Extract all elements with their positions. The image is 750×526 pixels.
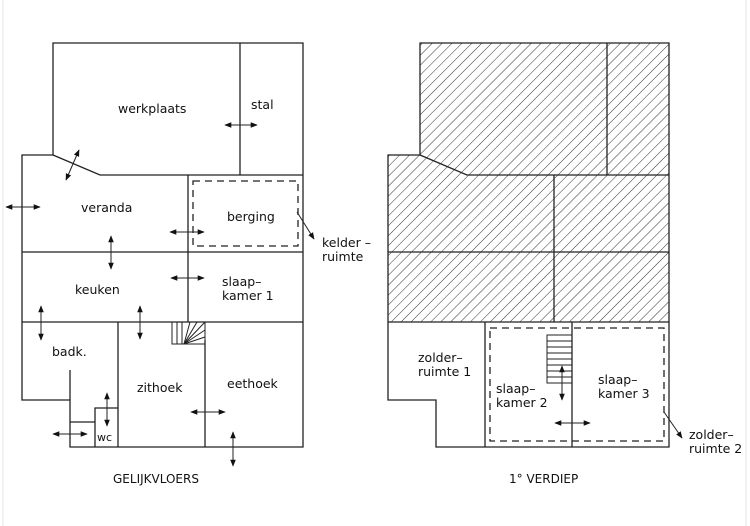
spiral-staircase-icon <box>171 321 206 345</box>
room-label-slaapkamer3-line1: slaap– <box>598 372 638 387</box>
callout-label-kelderruimte-line1: kelder – <box>322 235 371 250</box>
straight-staircase-icon <box>546 334 573 384</box>
room-label-zithoek: zithoek <box>137 380 183 395</box>
zolderruimte2-outline <box>489 327 665 442</box>
callout-label-kelderruimte-line2: ruimte <box>322 249 364 264</box>
room-label-slaapkamer2-line2: kamer 2 <box>496 395 548 410</box>
callout-label-zolderruimte2-line2: ruimte 2 <box>689 441 742 456</box>
room-label-slaapkamer1-line2: kamer 1 <box>222 288 274 303</box>
room-label-slaapkamer3-line2: kamer 3 <box>598 386 650 401</box>
wall-wc <box>94 407 118 447</box>
caption-gelijkvloers: GELIJKVLOERS <box>113 472 199 486</box>
room-label-zolderruimte1-line1: zolder– <box>418 350 463 365</box>
first-floor-plan: zolder– ruimte 1 slaap– kamer 2 slaap– k… <box>387 42 742 486</box>
wall-upper-diagonal <box>419 154 669 176</box>
door-arrows <box>5 122 315 467</box>
room-label-slaapkamer1-line1: slaap– <box>222 274 262 289</box>
first-floor-outline <box>387 42 670 448</box>
room-label-slaapkamer2-line1: slaap– <box>496 381 536 396</box>
room-label-veranda: veranda <box>81 200 132 215</box>
callout-arrow-zolderruimte2 <box>663 411 683 439</box>
room-label-badk: badk. <box>52 344 87 359</box>
ground-floor-plan: werkplaats stal veranda berging keuken s… <box>5 42 371 486</box>
room-label-wc: wc <box>97 431 112 444</box>
callout-label-zolderruimte2-line1: zolder– <box>689 427 734 442</box>
hatched-area-no-floor <box>388 43 669 322</box>
room-label-eethoek: eethoek <box>227 376 279 391</box>
room-label-berging: berging <box>227 209 275 224</box>
callout-arrow-kelderruimte <box>296 211 315 240</box>
caption-1e-verdiep: 1° VERDIEP <box>509 472 578 486</box>
room-label-zolderruimte1-line2: ruimte 1 <box>418 364 471 379</box>
room-label-stal: stal <box>251 97 274 112</box>
door-arrow-werkplaats-veranda <box>65 149 80 181</box>
upper-door-arrows <box>554 365 683 439</box>
wall-werkplaats-diagonal <box>52 154 303 176</box>
room-label-werkplaats: werkplaats <box>118 101 186 116</box>
room-label-keuken: keuken <box>75 282 120 297</box>
